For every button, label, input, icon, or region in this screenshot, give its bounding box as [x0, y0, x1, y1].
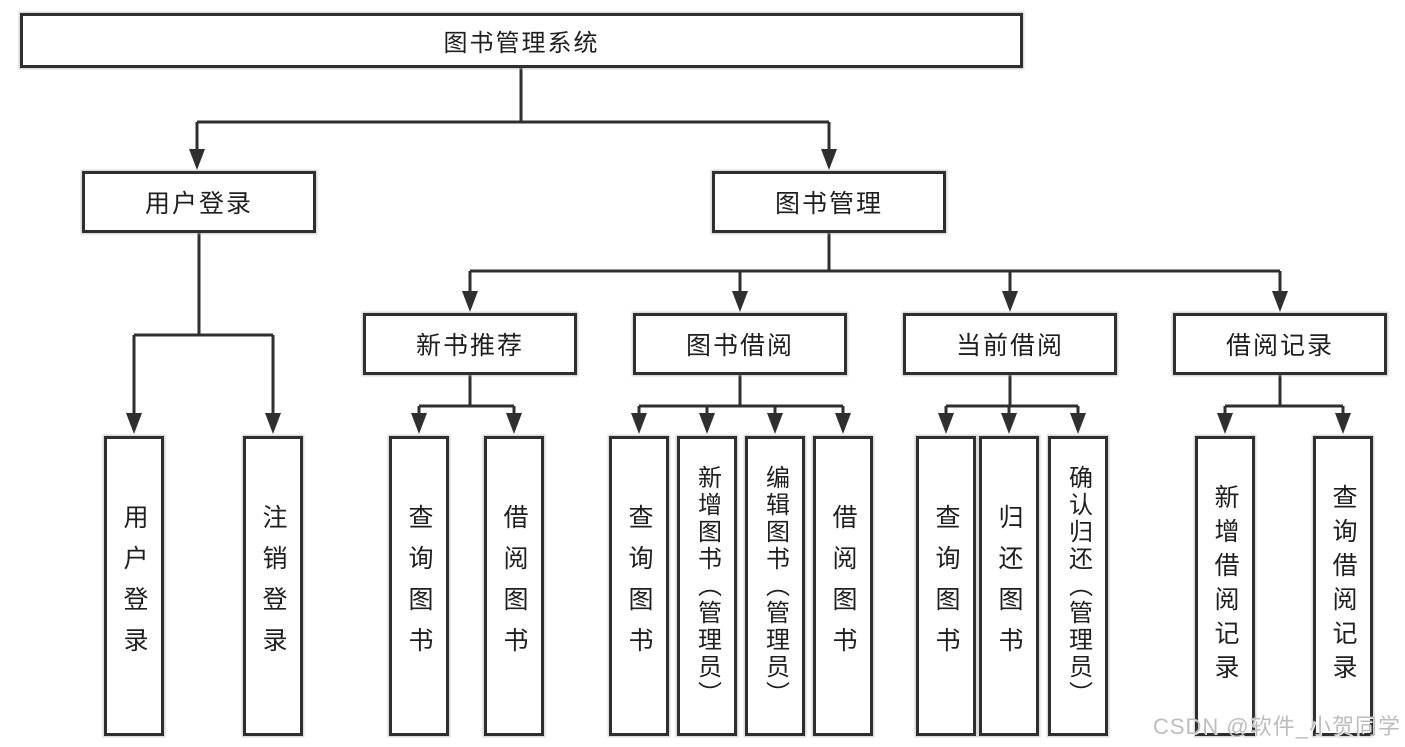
arrowhead-down	[189, 149, 205, 170]
node-leaf-current-return: 归还图书	[979, 436, 1039, 736]
node-leaf-current-confirm-admin: 确认归还（管理员）	[1048, 436, 1108, 736]
node-leaf-user-login-label: 用户登录	[120, 504, 148, 668]
node-book-management: 图书管理	[712, 171, 946, 233]
arrowhead-down	[767, 413, 783, 434]
arrowhead-down	[1070, 413, 1086, 434]
watermark: CSDN @软件_小贺同学	[1152, 714, 1401, 739]
node-leaf-logout-label: 注销登录	[259, 504, 287, 668]
node-leaf-borrow-add-admin-label: 新增图书（管理员）	[693, 464, 721, 708]
arrowhead-down	[631, 413, 647, 434]
arrowhead-down	[1272, 291, 1288, 312]
node-borrowing-records: 借阅记录	[1173, 313, 1387, 375]
node-leaf-newbooks-query-label: 查询图书	[405, 504, 433, 668]
node-leaf-borrow-book: 借阅图书	[813, 436, 873, 736]
arrowhead-down	[821, 149, 837, 170]
node-leaf-current-confirm-admin-label: 确认归还（管理员）	[1064, 464, 1092, 708]
node-root: 图书管理系统	[20, 13, 1023, 68]
node-leaf-newbooks-borrow: 借阅图书	[484, 436, 544, 736]
node-borrowing-records-label: 借阅记录	[1225, 332, 1334, 360]
arrowhead-down	[1002, 291, 1018, 312]
arrowhead-down	[1217, 413, 1233, 434]
node-leaf-records-add-label: 新增借阅记录	[1211, 484, 1239, 688]
arrowhead-down	[265, 413, 281, 434]
arrowhead-down	[411, 413, 427, 434]
node-leaf-borrow-query-label: 查询图书	[625, 504, 653, 668]
node-leaf-borrow-edit-admin: 编辑图书（管理员）	[745, 436, 805, 736]
node-leaf-records-add: 新增借阅记录	[1195, 436, 1255, 736]
node-root-label: 图书管理系统	[443, 30, 600, 57]
arrowhead-down	[938, 413, 954, 434]
arrowhead-down	[699, 413, 715, 434]
node-leaf-borrow-add-admin: 新增图书（管理员）	[677, 436, 737, 736]
arrowhead-down	[835, 413, 851, 434]
node-leaf-current-query: 查询图书	[916, 436, 976, 736]
node-user-login-label: 用户登录	[144, 190, 253, 218]
node-leaf-records-query: 查询借阅记录	[1313, 436, 1373, 736]
node-new-book-recommendation-label: 新书推荐	[415, 332, 524, 360]
node-book-borrowing: 图书借阅	[633, 313, 847, 375]
node-leaf-newbooks-query: 查询图书	[389, 436, 449, 736]
node-user-login: 用户登录	[82, 171, 316, 233]
node-book-borrowing-label: 图书借阅	[685, 332, 794, 360]
arrowhead-down	[1001, 413, 1017, 434]
node-leaf-borrow-edit-admin-label: 编辑图书（管理员）	[761, 464, 789, 708]
node-leaf-records-query-label: 查询借阅记录	[1329, 484, 1357, 688]
arrowhead-down	[462, 291, 478, 312]
node-book-management-label: 图书管理	[774, 190, 883, 218]
arrowhead-down	[506, 413, 522, 434]
node-current-borrowing: 当前借阅	[903, 313, 1117, 375]
node-leaf-borrow-book-label: 借阅图书	[829, 504, 857, 668]
arrowhead-down	[732, 291, 748, 312]
node-leaf-borrow-query: 查询图书	[609, 436, 669, 736]
arrowhead-down	[1335, 413, 1351, 434]
node-leaf-newbooks-borrow-label: 借阅图书	[500, 504, 528, 668]
node-current-borrowing-label: 当前借阅	[955, 332, 1064, 360]
arrowhead-down	[126, 413, 142, 434]
node-leaf-current-return-label: 归还图书	[995, 504, 1023, 668]
node-new-book-recommendation: 新书推荐	[363, 313, 577, 375]
node-leaf-user-login: 用户登录	[104, 436, 164, 736]
node-leaf-logout: 注销登录	[243, 436, 303, 736]
node-leaf-current-query-label: 查询图书	[932, 504, 960, 668]
